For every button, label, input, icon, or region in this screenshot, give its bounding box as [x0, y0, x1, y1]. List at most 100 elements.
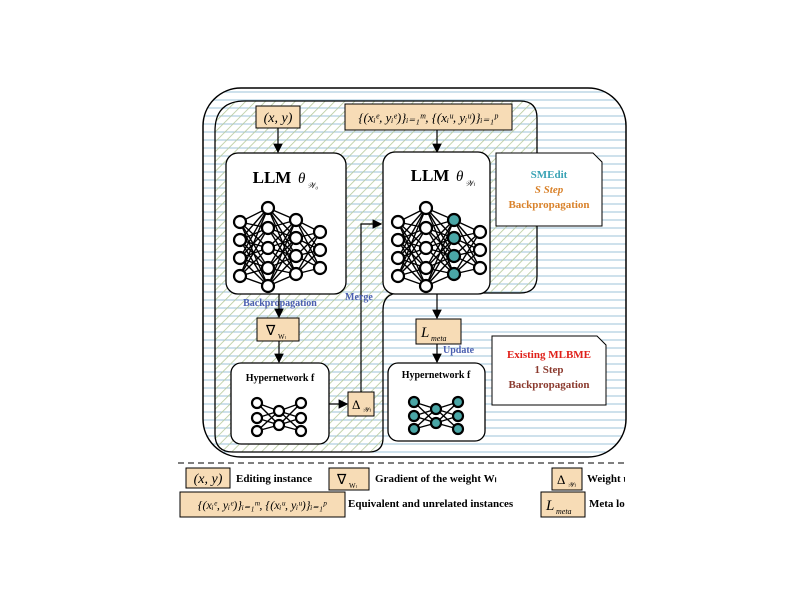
smedit-step: S Step: [535, 184, 564, 196]
delta-box: [347, 391, 375, 417]
network-node: [232, 250, 248, 266]
network-node: [407, 409, 421, 423]
legend: (x, y) Editing instance ∇ Wₗ Gradient of…: [179, 467, 625, 518]
network-edge: [267, 207, 297, 257]
legend-delta-symbol: Δ: [557, 472, 565, 487]
legend-gradient-box: [328, 467, 370, 491]
neural-network-right-icon: [390, 200, 488, 294]
legend-edit-box: [185, 467, 231, 489]
legend-meta-symbol: L: [545, 498, 554, 514]
network-edge: [425, 219, 455, 287]
equiv-unrelated-box: [344, 103, 513, 131]
right-llm-theta-sub: 𝒲ₗ: [465, 179, 476, 188]
backprop-label: Backpropagation: [243, 298, 317, 309]
network-edge: [397, 221, 427, 269]
network-node: [260, 240, 276, 256]
smedit-note: [495, 152, 603, 227]
network-node: [418, 278, 434, 294]
network-edge: [295, 231, 321, 275]
network-node: [390, 232, 406, 248]
network-node: [407, 395, 421, 409]
network-node: [472, 260, 488, 276]
legend-meta-text: Meta lo: [589, 498, 625, 510]
network-edge: [267, 237, 297, 287]
network-node: [288, 248, 304, 264]
legend-gradient-text: Gradient of the weight Wₗ: [375, 473, 497, 485]
meta-loss-sub: meta: [431, 334, 447, 343]
merge-arrow: [360, 219, 383, 392]
network-node: [312, 224, 328, 240]
network-edge: [267, 219, 297, 269]
hypernetwork-right-icon: [407, 395, 465, 436]
network-node: [288, 212, 304, 228]
network-node: [472, 242, 488, 258]
left-llm-label: LLM: [253, 168, 292, 187]
network-node: [260, 200, 276, 216]
network-node: [294, 411, 308, 425]
delta-symbol: Δ: [352, 397, 360, 412]
network-edge: [267, 207, 297, 275]
merge-label: Merge: [345, 292, 373, 303]
network-node: [288, 230, 304, 246]
meta-loss-box: [415, 318, 462, 345]
legend-equiv-symbol: {(xᵢᵉ, yᵢᵉ)}ᵢ₌₁ᵐ, {(xᵢᵘ, yᵢᵘ)}ᵢ₌₁ᵖ: [198, 498, 327, 512]
network-edge: [267, 219, 297, 287]
hypernetwork-left-icon: [250, 396, 308, 438]
network-node: [446, 212, 462, 228]
network-edge: [397, 207, 427, 277]
network-node: [451, 422, 465, 436]
network-node: [260, 220, 276, 236]
network-node: [294, 396, 308, 410]
network-node: [390, 268, 406, 284]
network-node: [288, 266, 304, 282]
network-node: [232, 232, 248, 248]
update-label: Update: [443, 345, 475, 356]
delta-sub: 𝒲ₗ: [362, 406, 371, 414]
network-node: [407, 422, 421, 436]
network-node: [250, 411, 264, 425]
neural-network-left-icon: [232, 200, 328, 294]
network-node: [418, 260, 434, 276]
network-node: [260, 278, 276, 294]
network-edge: [397, 227, 427, 277]
smedit-title: SMEdit: [531, 169, 568, 181]
network-node: [390, 250, 406, 266]
edit-instance-label: (x, y): [264, 111, 293, 126]
network-node: [232, 214, 248, 230]
network-node: [418, 200, 434, 216]
network-edge: [425, 207, 455, 257]
legend-delta-box: [551, 467, 583, 491]
network-edge: [397, 207, 427, 259]
left-hypernetwork-label: Hypernetwork f: [246, 373, 315, 384]
network-node: [429, 402, 443, 416]
legend-edit-symbol: (x, y): [194, 472, 223, 487]
legend-meta-box: [540, 491, 586, 518]
legend-edit-text: Editing instance: [236, 473, 312, 485]
network-edge: [239, 227, 269, 277]
network-node: [451, 395, 465, 409]
left-llm-theta: θ: [298, 171, 306, 187]
equiv-unrelated-label: {(xᵢᵉ, yᵢᵉ)}ᵢ₌₁ᵐ, {(xᵢᵘ, yᵢᵘ)}ᵢ₌₁ᵖ: [358, 110, 499, 125]
network-node: [390, 214, 406, 230]
legend-gradient-symbol: ∇: [336, 473, 347, 488]
network-node: [250, 396, 264, 410]
smedit-backprop: Backpropagation: [508, 199, 589, 211]
network-node: [446, 230, 462, 246]
legend-gradient-sub: Wₗ: [349, 482, 357, 490]
network-edge: [267, 227, 297, 275]
network-node: [429, 416, 443, 430]
network-node: [312, 242, 328, 258]
gradient-symbol: ∇: [265, 324, 276, 339]
legend-delta-sub: 𝒲ₗ: [567, 481, 576, 489]
left-llm-theta-sub: 𝒲₀: [307, 181, 318, 190]
network-edge: [425, 237, 455, 287]
network-edge: [239, 207, 269, 259]
network-node: [418, 220, 434, 236]
network-edge: [425, 207, 455, 275]
gradient-box: [256, 317, 300, 342]
network-node: [272, 404, 286, 418]
network-node: [312, 260, 328, 276]
network-node: [418, 240, 434, 256]
network-node: [446, 266, 462, 282]
